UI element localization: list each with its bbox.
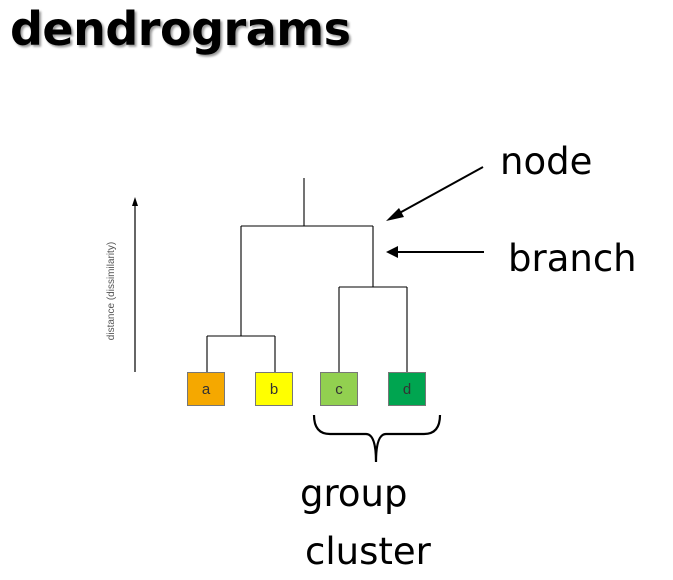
cluster-annotation: cluster <box>305 530 431 573</box>
group-annotation: group <box>300 472 408 515</box>
leaf-d: d <box>388 372 426 406</box>
leaf-d-label: d <box>402 380 412 398</box>
distance-axis-label: distance (dissimilarity) <box>106 241 117 341</box>
node-pointer-arrow <box>393 166 484 217</box>
leaf-a: a <box>187 372 225 406</box>
cluster-brace <box>312 414 442 463</box>
branch-pointer-arrowhead <box>386 246 398 258</box>
axis-arrowhead <box>132 197 138 206</box>
node-annotation: node <box>500 140 593 183</box>
leaf-c: c <box>320 372 358 406</box>
branch-annotation: branch <box>508 237 637 280</box>
leaf-b: b <box>255 372 293 406</box>
leaf-b-label: b <box>269 380 279 398</box>
dendrogram-tree <box>206 178 408 372</box>
page-title: dendrograms <box>10 2 351 56</box>
leaf-c-label: c <box>335 380 343 398</box>
leaf-a-label: a <box>201 380 211 398</box>
node-pointer-arrowhead <box>386 208 404 221</box>
